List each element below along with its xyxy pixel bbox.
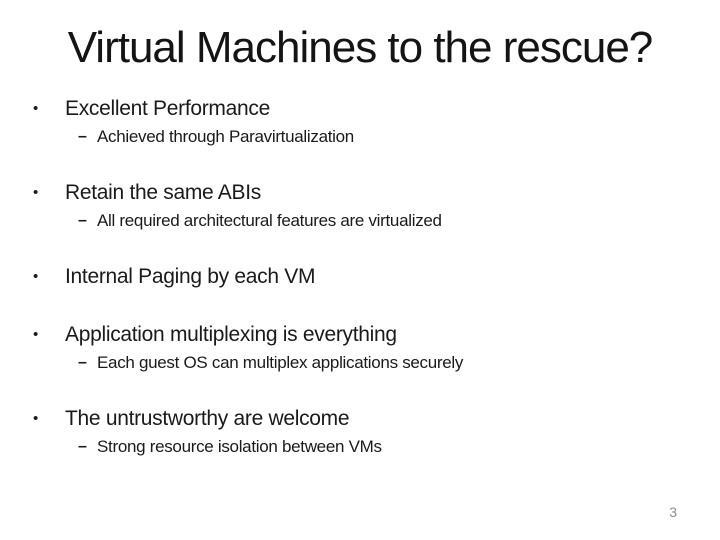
page-number: 3 xyxy=(669,504,677,520)
bullet-text: Excellent Performance xyxy=(65,97,270,120)
bullet-list: • Excellent Performance – Achieved throu… xyxy=(33,95,696,489)
bullet-group: • Internal Paging by each VM xyxy=(33,263,696,290)
bullet-marker-icon: • xyxy=(33,410,38,427)
bullet-group: • Retain the same ABIs – All required ar… xyxy=(33,179,696,232)
dash-marker-icon: – xyxy=(78,438,87,455)
dash-marker-icon: – xyxy=(78,354,87,371)
sub-bullet-item: – Each guest OS can multiplex applicatio… xyxy=(33,352,696,374)
bullet-group: • The untrustworthy are welcome – Strong… xyxy=(33,405,696,458)
bullet-text: Application multiplexing is everything xyxy=(65,323,397,346)
bullet-group: • Excellent Performance – Achieved throu… xyxy=(33,95,696,148)
bullet-item: • The untrustworthy are welcome xyxy=(33,405,696,432)
bullet-text: The untrustworthy are welcome xyxy=(65,407,350,430)
bullet-item: • Internal Paging by each VM xyxy=(33,263,696,290)
sub-bullet-item: – All required architectural features ar… xyxy=(33,210,696,232)
bullet-marker-icon: • xyxy=(33,100,38,117)
dash-marker-icon: – xyxy=(78,212,87,229)
bullet-group: • Application multiplexing is everything… xyxy=(33,321,696,374)
sub-bullet-text: Each guest OS can multiplex applications… xyxy=(97,353,464,372)
bullet-marker-icon: • xyxy=(33,326,38,343)
bullet-text: Retain the same ABIs xyxy=(65,181,261,204)
bullet-item: • Application multiplexing is everything xyxy=(33,321,696,348)
sub-bullet-text: Achieved through Paravirtualization xyxy=(97,127,354,146)
bullet-item: • Excellent Performance xyxy=(33,95,696,122)
bullet-marker-icon: • xyxy=(33,268,38,285)
bullet-text: Internal Paging by each VM xyxy=(65,265,316,288)
sub-bullet-item: – Strong resource isolation between VMs xyxy=(33,436,696,458)
sub-bullet-text: Strong resource isolation between VMs xyxy=(97,437,382,456)
bullet-marker-icon: • xyxy=(33,184,38,201)
sub-bullet-text: All required architectural features are … xyxy=(97,211,442,230)
slide-title: Virtual Machines to the rescue? xyxy=(67,23,654,72)
sub-bullet-item: – Achieved through Paravirtualization xyxy=(33,126,696,148)
bullet-item: • Retain the same ABIs xyxy=(33,179,696,206)
dash-marker-icon: – xyxy=(78,128,87,145)
